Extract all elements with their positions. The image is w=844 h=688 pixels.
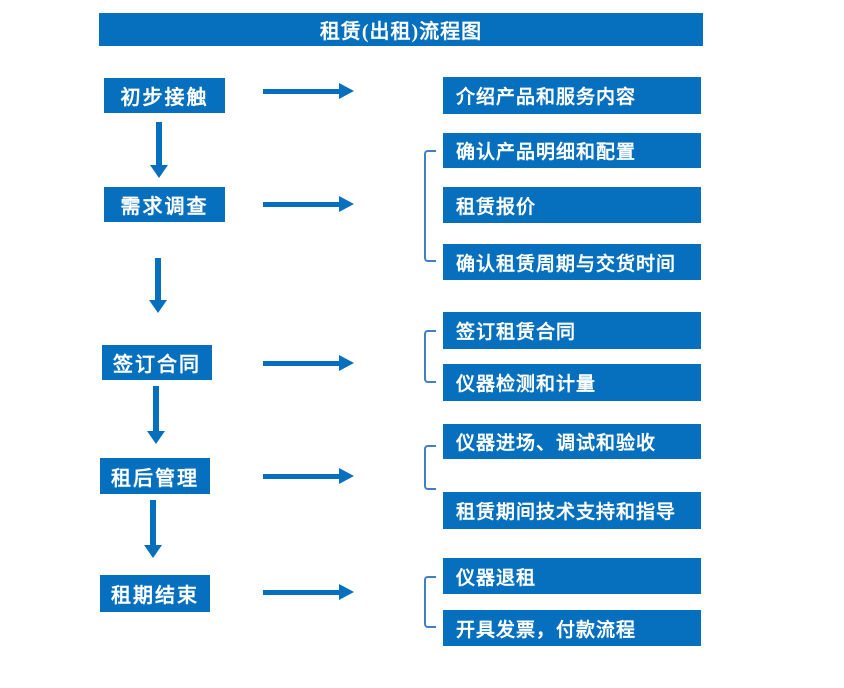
arrow-right-icon-3 (263, 355, 354, 371)
detail-box-introduce-products: 介绍产品和服务内容 (443, 77, 701, 114)
detail-box-invoice-payment: 开具发票，付款流程 (443, 610, 701, 646)
arrow-down-icon-2 (149, 258, 167, 313)
stage-box-initial-contact: 初步接触 (104, 78, 225, 113)
detail-box-instrument-return: 仪器退租 (443, 558, 701, 594)
detail-box-confirm-rental-period: 确认租赁周期与交货时间 (443, 244, 701, 280)
flowchart-title-bar: 租赁(出租)流程图 (99, 13, 703, 46)
flowchart-title: 租赁(出租)流程图 (319, 21, 483, 43)
arrow-right-icon-5 (263, 584, 354, 600)
group-bracket-sign-contract (424, 330, 436, 383)
arrow-down-icon-4 (144, 500, 162, 558)
detail-box-confirm-product-config: 确认产品明细和配置 (443, 133, 701, 168)
arrow-right-icon-1 (263, 83, 354, 99)
stage-box-sign-contract: 签订合同 (102, 345, 212, 380)
stage-box-rental-end: 租期结束 (100, 575, 210, 612)
stage-box-post-rental-management: 租后管理 (100, 458, 210, 494)
arrow-down-icon-3 (147, 386, 165, 444)
detail-box-rental-tech-support: 租赁期间技术支持和指导 (443, 492, 701, 529)
arrow-right-icon-2 (263, 196, 354, 212)
group-bracket-demand-survey (424, 150, 436, 262)
detail-box-rental-quotation: 租赁报价 (443, 187, 701, 223)
detail-box-sign-rental-contract: 签订租赁合同 (443, 312, 701, 349)
detail-box-instrument-setup-acceptance: 仪器进场、调试和验收 (443, 424, 701, 459)
stage-box-demand-survey: 需求调查 (104, 187, 225, 222)
detail-box-instrument-testing: 仪器检测和计量 (443, 364, 701, 401)
arrow-down-icon-1 (150, 122, 168, 178)
arrow-right-icon-4 (263, 468, 354, 484)
group-bracket-post-rental (424, 445, 436, 490)
group-bracket-rental-end (424, 576, 436, 628)
